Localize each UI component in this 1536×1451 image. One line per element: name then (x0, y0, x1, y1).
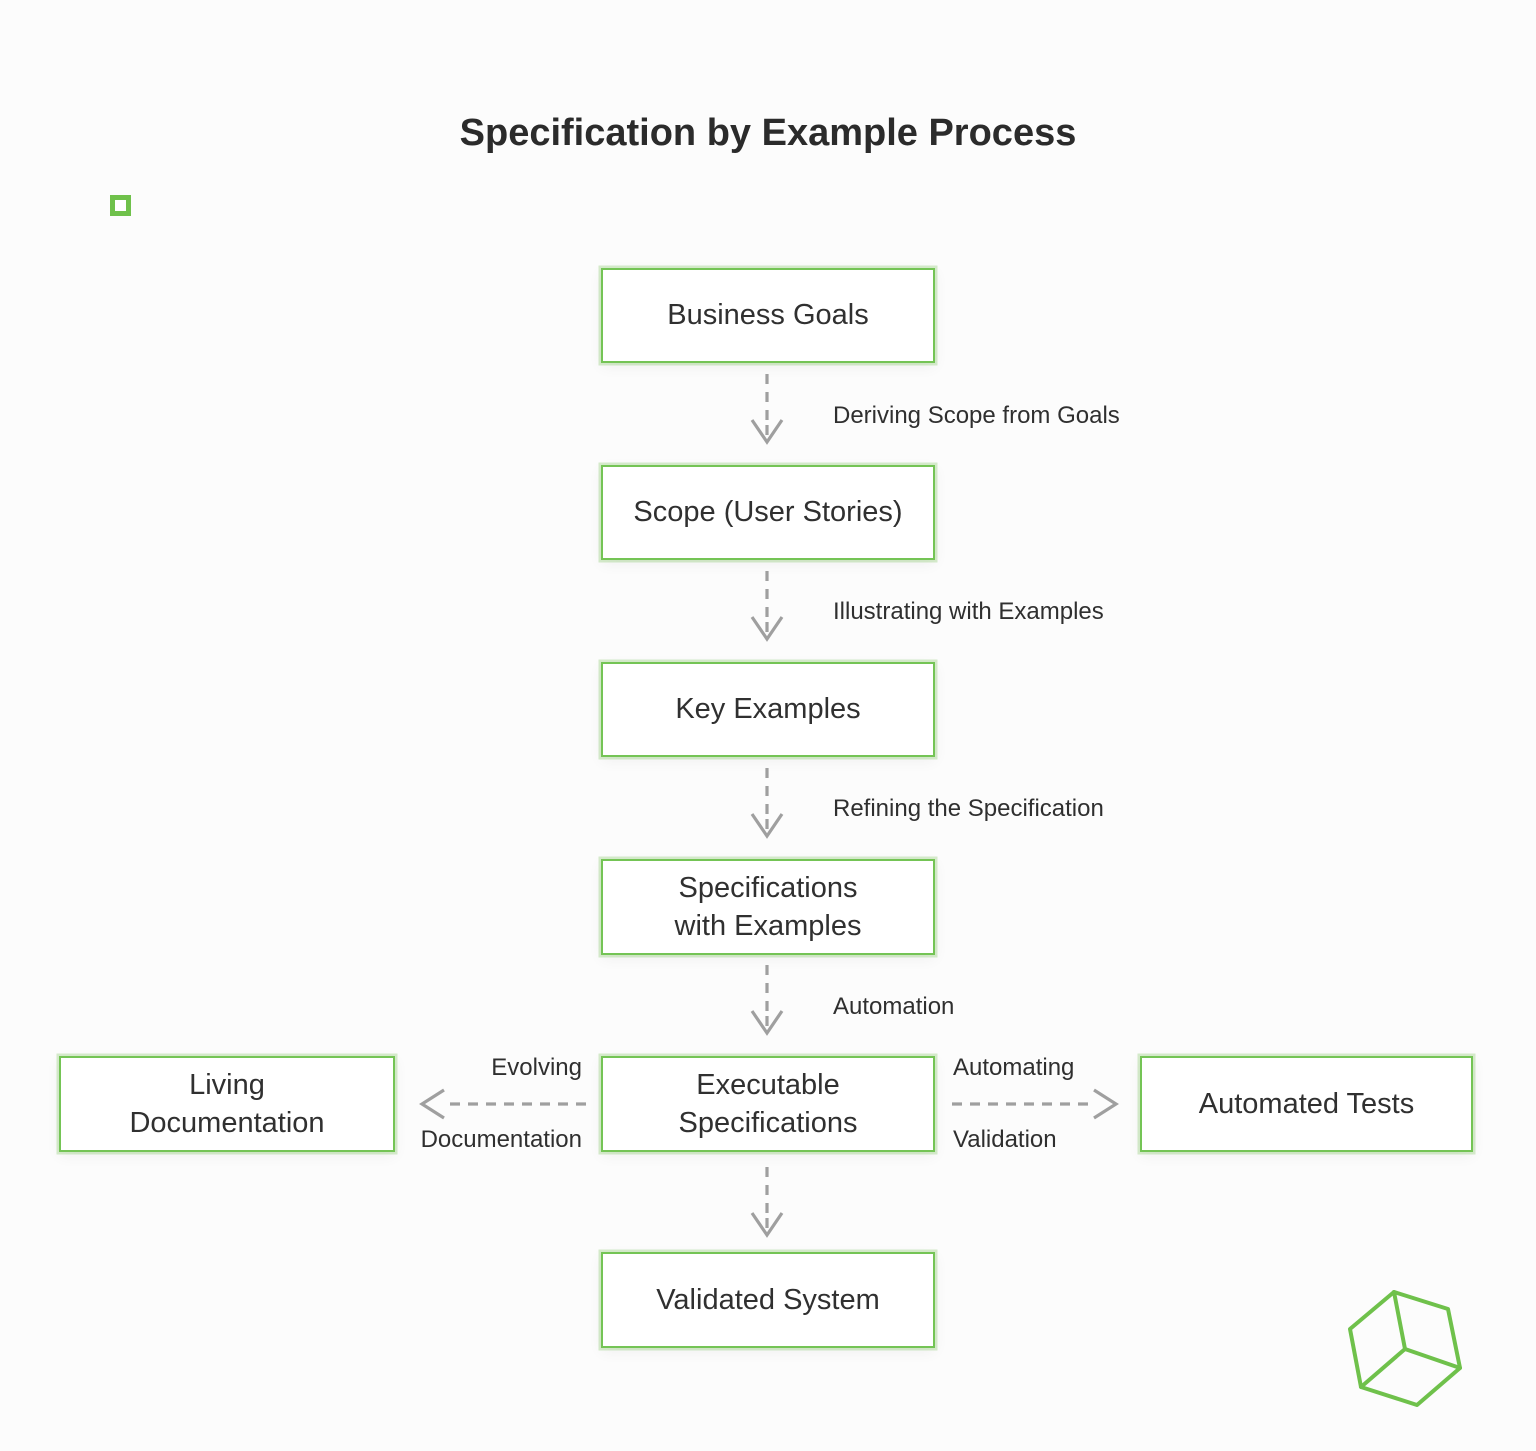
node-label: Living (189, 1068, 265, 1101)
edge-label-documentation: Documentation (420, 1126, 582, 1153)
node-label: with Examples (674, 910, 862, 942)
cube-logo-icon (1348, 1290, 1462, 1407)
edge-label-automation: Automation (833, 993, 955, 1020)
node-specifications-with-examples: Specifications with Examples (601, 859, 935, 955)
node-business-goals: Business Goals (601, 268, 935, 363)
edge-label-evolving: Evolving (491, 1054, 582, 1081)
node-label: Validated System (656, 1283, 880, 1316)
arrow-down-icon (750, 768, 784, 839)
node-label: Automated Tests (1198, 1087, 1415, 1120)
node-label: Specifications (678, 1107, 858, 1139)
node-label: Executable (696, 1068, 840, 1101)
arrow-down-icon (750, 1167, 784, 1238)
node-key-examples: Key Examples (601, 662, 935, 757)
edge-label-illustrating: Illustrating with Examples (833, 598, 1104, 625)
node-living-documentation: Living Documentation (59, 1056, 395, 1152)
arrow-right-icon (952, 1088, 1119, 1120)
edge-label-refining: Refining the Specification (833, 795, 1104, 822)
arrow-down-icon (750, 965, 784, 1036)
edge-label-deriving-scope: Deriving Scope from Goals (833, 402, 1120, 429)
node-label: Documentation (129, 1107, 325, 1139)
edge-label-validation: Validation (953, 1126, 1057, 1153)
node-validated-system: Validated System (601, 1252, 935, 1348)
arrow-left-icon (419, 1088, 586, 1120)
arrow-down-icon (750, 571, 784, 642)
node-automated-tests: Automated Tests (1140, 1056, 1473, 1152)
node-executable-specifications: Executable Specifications (601, 1056, 935, 1152)
node-label: Specifications (678, 871, 858, 904)
node-label: Scope (User Stories) (633, 496, 903, 529)
node-label: Key Examples (675, 693, 861, 726)
node-scope-user-stories: Scope (User Stories) (601, 465, 935, 560)
edge-label-automating: Automating (953, 1054, 1075, 1081)
node-label: Business Goals (667, 299, 869, 332)
diagram-title: Specification by Example Process (459, 112, 1077, 154)
green-square-icon (110, 195, 131, 216)
arrow-down-icon (750, 374, 784, 445)
